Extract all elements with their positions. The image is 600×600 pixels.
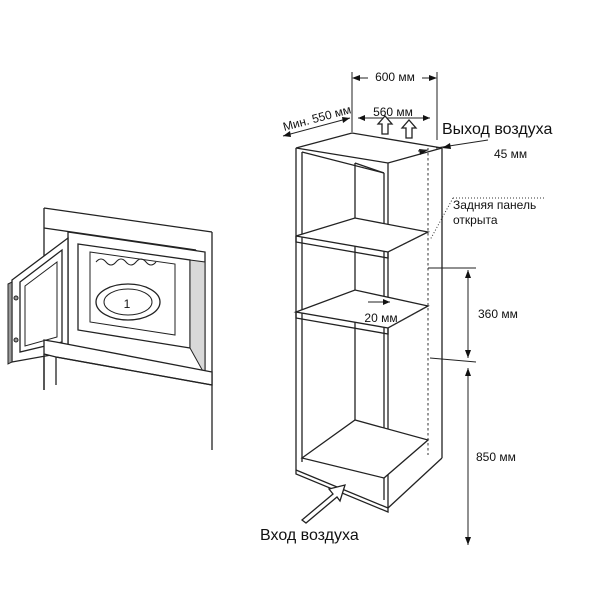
air-outlet: Выход воздуха: [376, 115, 553, 139]
label-360: 360 мм: [478, 307, 518, 321]
label-20: 20 мм: [364, 311, 397, 325]
arrow-550-right: [342, 117, 350, 123]
arrow-560-left: [358, 115, 365, 121]
cavity-back-wall: [89, 251, 176, 336]
microwave-illustration: 1: [7, 207, 213, 450]
note-leader: [429, 197, 454, 241]
bottom-shelf-top: [300, 419, 430, 479]
arrow-600-left: [352, 75, 360, 81]
label-air-in: Вход воздуха: [260, 527, 359, 544]
dimension-360: 360 мм: [428, 267, 518, 363]
door-latch-top: [13, 295, 19, 301]
shelf-underside: [55, 356, 213, 386]
dimension-600: 600 мм: [351, 68, 438, 140]
door-handle: [7, 281, 13, 365]
arrow-20: [383, 299, 390, 305]
inner-top-edge: [301, 151, 385, 174]
air-in-arrow: [300, 484, 346, 524]
door-window: [19, 248, 63, 353]
label-600: 600 мм: [375, 70, 415, 84]
middle-shelf-front: [295, 312, 389, 335]
arrow-360-top: [465, 270, 471, 278]
arrow-550-left: [283, 131, 291, 137]
dimension-line-550: [282, 117, 351, 137]
door-window-inner: [24, 261, 58, 347]
upper-shelf-front: [295, 236, 389, 259]
label-air-out: Выход воздуха: [442, 121, 553, 138]
air-out-arrow-1: [376, 115, 394, 135]
turntable-plate: [95, 283, 161, 321]
air-inlet: Вход воздуха: [260, 484, 359, 544]
label-back-panel-line1: Задняя панель: [453, 198, 536, 212]
label-bg-600: [368, 68, 422, 84]
label-back-panel-line2: открыта: [453, 213, 498, 227]
dimension-45: 45 мм: [417, 139, 527, 161]
tall-cabinet: [293, 132, 443, 513]
arrow-560-right: [423, 115, 430, 121]
extension-360-bottom: [429, 357, 477, 363]
turntable-ring: [103, 288, 153, 316]
air-out-arrow-2: [400, 119, 418, 139]
label-min-550: Мин. 550 мм: [281, 102, 352, 134]
grill-element: [95, 258, 157, 266]
dimension-min-550: Мин. 550 мм: [281, 102, 353, 137]
upper-shelf-hidden-edge: [387, 231, 429, 253]
plate-marker: 1: [124, 297, 131, 311]
cabinet-top: [295, 132, 443, 164]
arrow-850-bottom: [465, 537, 471, 545]
dimension-560: 560 мм: [358, 105, 430, 121]
dimension-line-45-inner: [417, 149, 429, 152]
back-panel-note: Задняя панель открыта: [429, 197, 545, 241]
arrow-45-left: [442, 143, 451, 149]
label-560: 560 мм: [373, 105, 413, 119]
arrow-360-bottom: [465, 350, 471, 358]
door-latch-bottom: [13, 337, 19, 343]
middle-shelf-top: [293, 289, 430, 329]
label-850: 850 мм: [476, 450, 516, 464]
niche-top-edge: [43, 207, 213, 233]
upper-shelf-top: [295, 217, 431, 253]
arrow-600-right: [429, 75, 437, 81]
arrow-850-top: [465, 368, 471, 376]
dimension-850: 850 мм: [465, 368, 516, 545]
side-bottom-edge: [387, 457, 443, 509]
dimension-20: 20 мм: [364, 299, 398, 325]
dimension-line-45: [435, 139, 489, 149]
inner-back-top: [354, 162, 385, 174]
label-45: 45 мм: [494, 147, 527, 161]
